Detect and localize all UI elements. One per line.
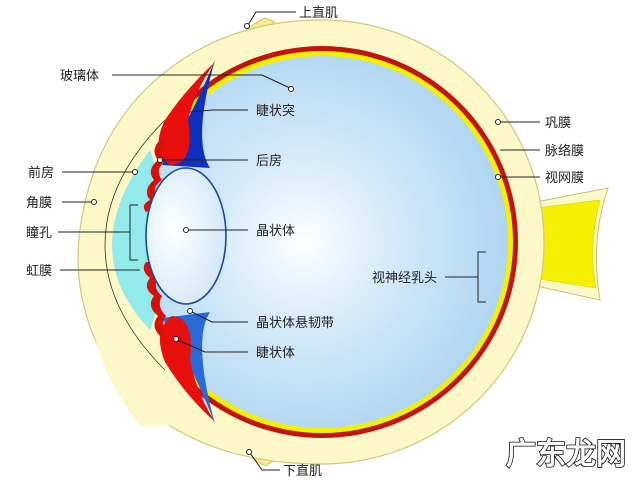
label-superior-rectus: 上直肌 [299, 6, 338, 21]
dot-retina [495, 174, 501, 180]
label-anterior-chamber: 前房 [28, 165, 54, 181]
iris-lower [143, 262, 166, 336]
ciliary-body-upper [158, 62, 215, 165]
dot-zonule [187, 308, 193, 314]
label-vitreous: 玻璃体 [60, 69, 99, 84]
anterior-segment [86, 60, 216, 425]
watermark: 广东龙网 [506, 437, 626, 472]
ciliary-body-lower [159, 316, 215, 422]
dot-lens [183, 227, 189, 233]
vitreous-body [136, 56, 508, 428]
lens [145, 167, 227, 305]
leader-vitreous [112, 74, 291, 89]
label-pupil: 瞳孔 [26, 226, 52, 241]
label-optic-disc: 视神经乳头 [372, 271, 437, 286]
dot-ciliary-body [173, 336, 179, 342]
label-retina: 视网膜 [545, 171, 584, 186]
leader-ciliary-body [177, 339, 248, 353]
leader-inferior-rectus [249, 452, 280, 471]
dot-anterior-chamber [132, 169, 138, 175]
label-sclera: 巩膜 [545, 116, 571, 131]
dot-sclera [495, 119, 501, 125]
label-cornea: 角膜 [26, 196, 52, 211]
label-zonule: 晶状体悬韧带 [256, 316, 334, 331]
leader-ciliary-process [189, 109, 248, 113]
label-ciliary-body: 睫状体 [256, 346, 295, 361]
dot-inferior-rectus [246, 449, 252, 455]
zonule-lower [162, 312, 215, 424]
pupil-bracket [58, 204, 138, 261]
dot-superior-rectus [244, 23, 250, 29]
label-ciliary-process: 睫状突 [256, 103, 295, 119]
dot-posterior-chamber [157, 157, 163, 163]
leader-superior-rectus [247, 11, 296, 26]
label-lens: 晶状体 [256, 224, 295, 239]
optic-disc-bracket [445, 251, 486, 303]
dot-cornea [91, 199, 97, 205]
leader-zonule [191, 311, 248, 323]
dot-vitreous [288, 86, 294, 92]
label-iris: 虹膜 [26, 264, 52, 279]
zonule-upper [162, 60, 215, 168]
label-choroid: 脉络膜 [545, 143, 584, 159]
label-inferior-rectus: 下直肌 [283, 464, 322, 479]
cornea-inner-line [104, 119, 166, 371]
label-posterior-chamber: 后房 [256, 153, 282, 169]
